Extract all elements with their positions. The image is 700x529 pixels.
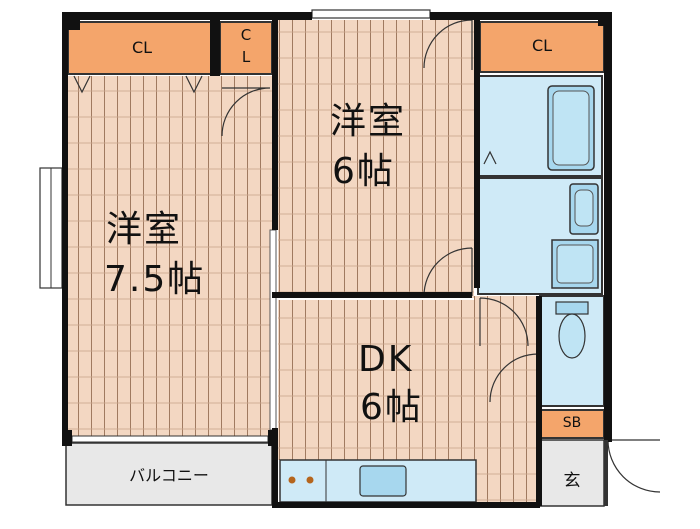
dk-size: 6帖 — [360, 387, 423, 428]
western-room-small-floor — [278, 20, 474, 298]
sliding-partition — [269, 229, 277, 431]
window-top — [311, 9, 431, 19]
balcony-area — [65, 442, 273, 506]
closet-left — [67, 21, 217, 75]
entrance-label: 玄 — [563, 471, 581, 491]
closet-left-label: CL — [131, 38, 153, 57]
door-swing-icon — [423, 247, 473, 297]
closet-small-label-top: C — [240, 26, 252, 44]
entrance-area — [539, 439, 605, 507]
shoe-box-label: SB — [562, 415, 582, 431]
stove-burner-icon — [288, 476, 296, 484]
closet-right-label: CL — [531, 36, 553, 55]
sink-icon — [359, 465, 407, 497]
closet-right — [479, 21, 605, 73]
stove-burner-icon — [306, 476, 314, 484]
western-room-small-name: 洋室 — [330, 101, 407, 142]
door-swing-icon — [607, 439, 661, 493]
western-room-large-size: 7.5帖 — [104, 259, 206, 300]
balcony-door — [71, 435, 269, 443]
door-swing-icon — [479, 297, 529, 347]
closet-small-label-bottom: L — [241, 48, 251, 66]
toilet-icon — [555, 301, 589, 315]
walls — [62, 12, 612, 508]
door-swing-icon — [423, 19, 473, 70]
western-room-large-floor — [68, 76, 274, 436]
shoe-box — [539, 409, 605, 439]
western-room-small-size: 6帖 — [332, 151, 395, 192]
closet-small — [219, 21, 273, 75]
door-swing-icon — [221, 87, 271, 137]
dk-name: DK — [358, 339, 414, 380]
western-room-large-name: 洋室 — [106, 209, 183, 250]
balcony-label: バルコニー — [129, 466, 209, 485]
